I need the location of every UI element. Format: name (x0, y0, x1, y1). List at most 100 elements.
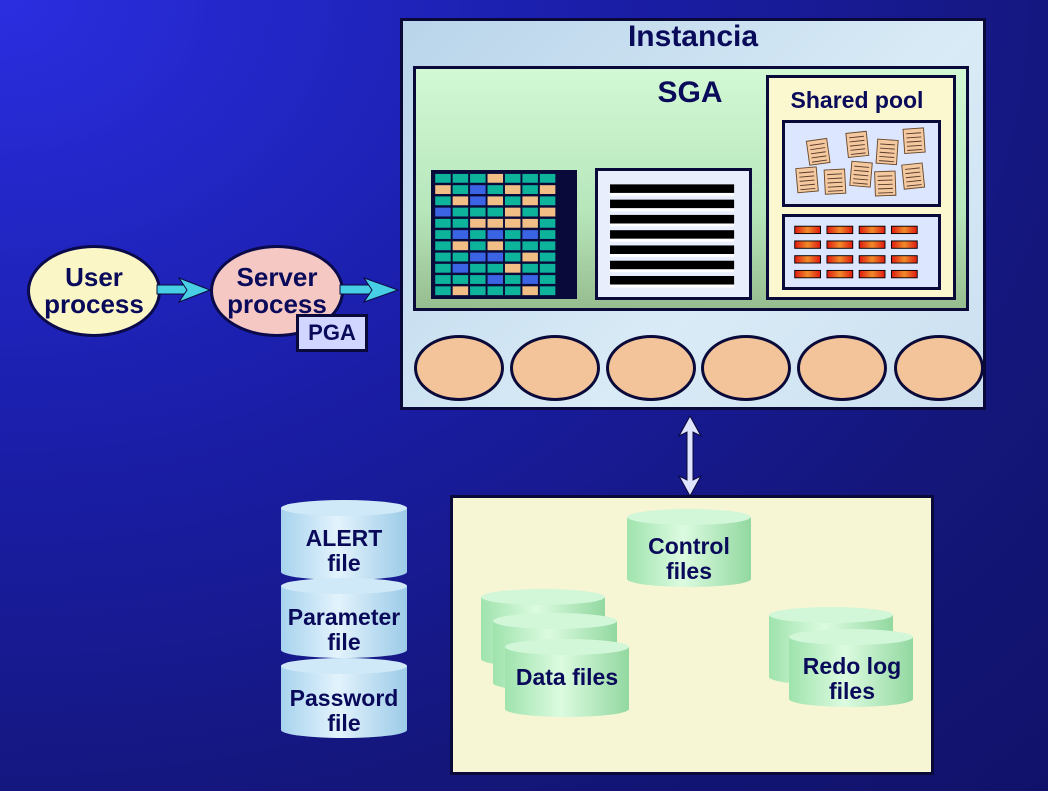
buffer-cell (487, 252, 504, 262)
dictionary-entry (794, 255, 821, 264)
user-process-line1: User (65, 262, 123, 292)
dictionary-entry (794, 269, 821, 279)
dictionary-entry (826, 269, 854, 279)
password-file-cylinder (281, 658, 407, 738)
document-icon (874, 170, 897, 197)
buffer-cell (487, 173, 504, 183)
buffer-cell (522, 241, 538, 251)
dictionary-entry (794, 225, 821, 235)
redo-entry (610, 276, 735, 285)
redo-log-files-cylinder (769, 607, 913, 707)
buffer-cell (435, 218, 451, 228)
buffer-cell (487, 230, 504, 239)
buffer-cell (487, 207, 504, 217)
dictionary-entry (858, 269, 886, 279)
buffer-cell (539, 207, 556, 217)
buffer-cell (452, 207, 469, 217)
data-dictionary-cache (782, 214, 941, 290)
buffer-cell (470, 218, 486, 228)
buffer-cell (504, 286, 521, 296)
document-icon (823, 168, 847, 195)
redo-entry (610, 214, 735, 224)
data-files-cylinder (481, 589, 629, 717)
dictionary-entry (858, 255, 886, 264)
redo-log-buffer (595, 168, 752, 300)
redo-log-files-line1: Redo log (802, 653, 902, 679)
buffer-cell (470, 185, 486, 194)
buffer-cell (522, 185, 538, 194)
buffer-cell (539, 173, 556, 183)
buffer-cell (452, 218, 469, 228)
buffer-cell (435, 275, 451, 284)
redo-entry (610, 260, 735, 270)
buffer-cell (539, 218, 556, 228)
buffer-cell (435, 230, 451, 239)
background-process (797, 335, 887, 401)
buffer-cell (435, 196, 451, 206)
buffer-cell (504, 207, 521, 217)
alert-file-line1: ALERT (305, 525, 383, 551)
buffer-cell (522, 275, 538, 284)
buffer-cell (452, 252, 469, 262)
arrow-right-icon (339, 277, 400, 303)
buffer-cell (452, 230, 469, 239)
document-icon (805, 137, 831, 166)
password-file-label: Password file (280, 686, 408, 736)
buffer-cell (470, 207, 486, 217)
database-buffer-cache (431, 170, 577, 299)
buffer-cell (435, 185, 451, 194)
dictionary-entry (858, 225, 886, 235)
arrow-right-icon (156, 276, 212, 304)
parameter-file-line1: Parameter (287, 604, 401, 630)
instance-title: Instancia (627, 20, 759, 53)
pga-label: PGA (308, 320, 356, 345)
buffer-cell (539, 286, 556, 296)
buffer-cell (504, 241, 521, 251)
buffer-cell (452, 196, 469, 206)
parameter-file-cylinder (281, 578, 407, 658)
background-process (894, 335, 984, 401)
dictionary-entry (858, 240, 886, 249)
redo-entry (610, 184, 735, 193)
control-files-cylinder (627, 509, 751, 587)
dictionary-entry (890, 240, 918, 249)
buffer-cell (522, 196, 538, 206)
buffer-cell (522, 263, 538, 273)
buffer-cell (539, 263, 556, 273)
password-file-line1: Password (289, 685, 399, 711)
buffer-cell (504, 230, 521, 239)
dictionary-entry (794, 240, 821, 249)
buffer-cell (504, 263, 521, 273)
buffer-cell (522, 173, 538, 183)
buffer-cell (470, 286, 486, 296)
parameter-file-label: Parameter file (280, 605, 408, 655)
document-icon (795, 166, 819, 194)
buffer-cell (435, 263, 451, 273)
server-process-line1: Server (236, 262, 318, 292)
data-files-label: Data files (505, 665, 629, 690)
buffer-cell (539, 275, 556, 284)
buffer-cell (504, 275, 521, 284)
buffer-cell (435, 286, 451, 296)
buffer-cell (435, 207, 451, 217)
password-file-line2: file (327, 710, 361, 736)
background-process (701, 335, 791, 401)
parameter-file-line2: file (327, 629, 361, 655)
buffer-cell (539, 196, 556, 206)
buffer-cell (487, 263, 504, 273)
buffer-cell (522, 207, 538, 217)
alert-file-line2: file (327, 550, 361, 576)
dictionary-entry (826, 225, 854, 235)
document-icon (901, 162, 926, 190)
buffer-cell (504, 173, 521, 183)
dictionary-entry (890, 269, 918, 279)
redo-log-files-line2: files (828, 678, 876, 704)
buffer-cell (452, 173, 469, 183)
buffer-cell (452, 241, 469, 251)
redo-entry (610, 230, 735, 239)
background-process (414, 335, 504, 401)
buffer-cell (470, 196, 486, 206)
buffer-cell (522, 252, 538, 262)
dictionary-entry (890, 225, 918, 235)
buffer-cell (539, 241, 556, 251)
